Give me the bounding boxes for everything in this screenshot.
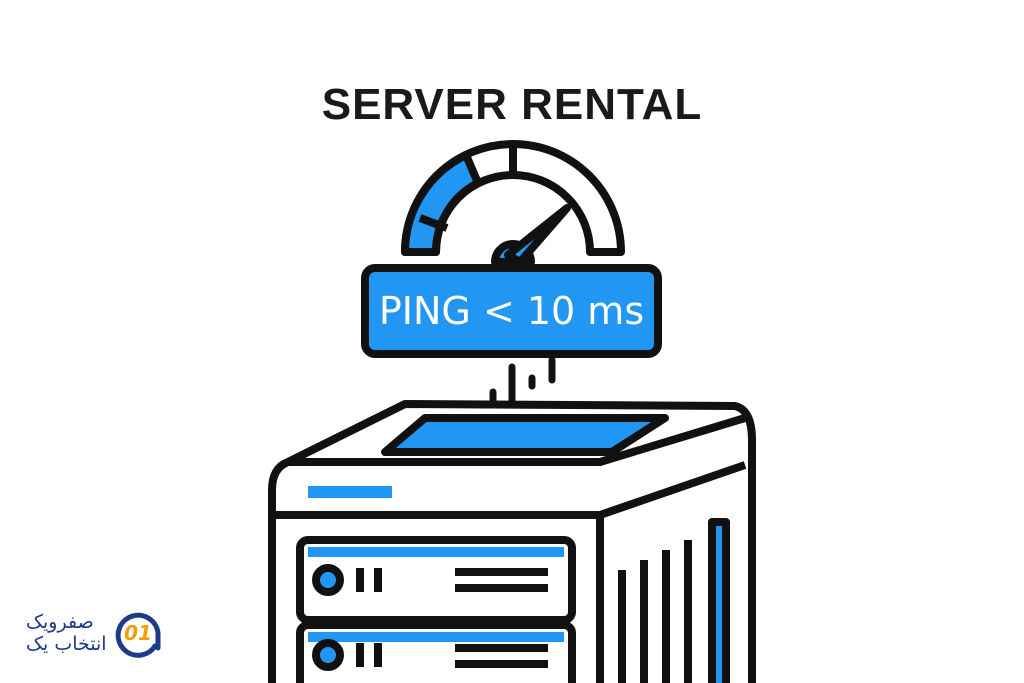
drive-bay <box>296 536 576 624</box>
logo-line-1: صفرویک <box>26 611 94 633</box>
vents <box>618 518 730 683</box>
drive-bay <box>296 621 576 683</box>
logo-mark-icon: 01 <box>115 612 161 658</box>
svg-text:01: 01 <box>124 621 152 645</box>
logo-line-2: انتخاب یک <box>26 633 107 655</box>
page-title: SERVER RENTAL <box>321 80 703 129</box>
brand-logo: صفرویک انتخاب یک 01 <box>26 608 163 658</box>
speedometer-icon <box>401 140 625 266</box>
ping-badge-bg <box>361 264 662 358</box>
ping-badge: PING < 10 ms <box>378 289 645 333</box>
server-icon <box>268 400 756 683</box>
